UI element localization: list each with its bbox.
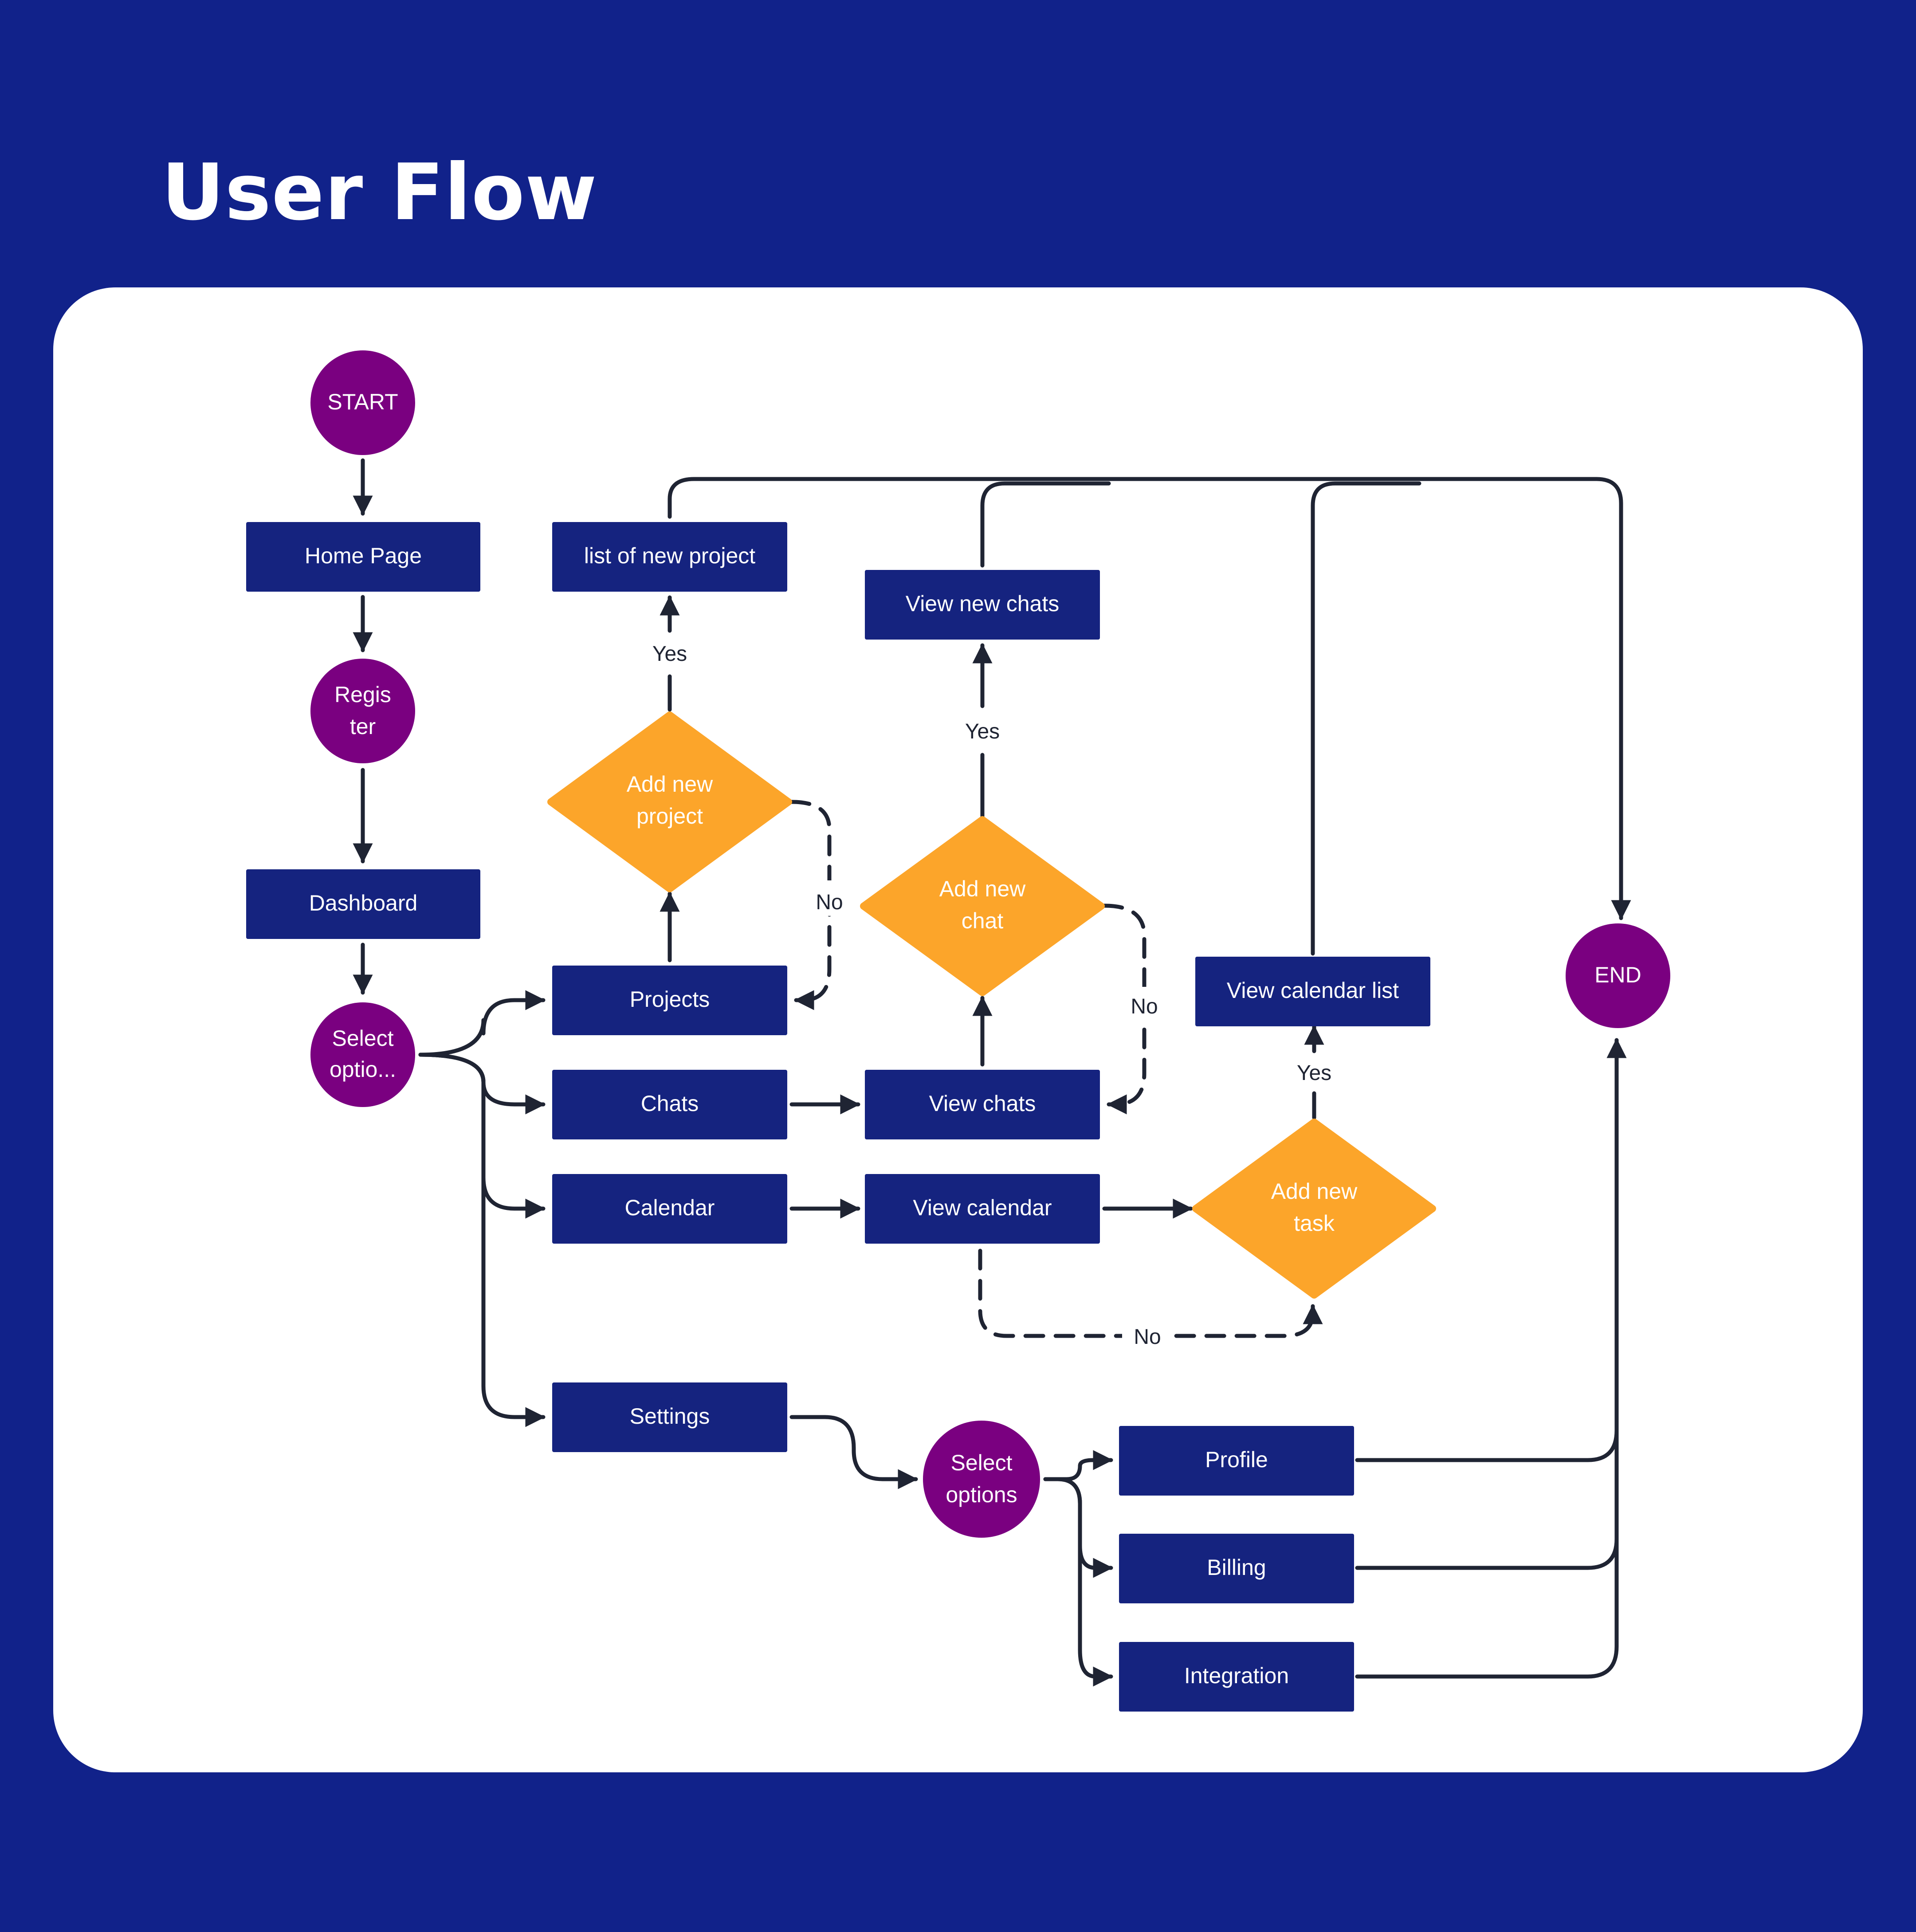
- node-end-label: END: [1594, 962, 1641, 987]
- node-add-new-task-label-1: Add new: [1271, 1179, 1358, 1204]
- edge-select-projects: [418, 990, 546, 1057]
- edge-listproject-end: [667, 477, 1631, 920]
- node-register-label-1: Regis: [334, 682, 391, 707]
- node-add-new-chat[interactable]: Add new chat: [860, 816, 1105, 996]
- node-projects-label: Projects: [630, 987, 710, 1012]
- edge-profile-end: [1355, 1428, 1619, 1462]
- node-select-options-settings-label-1: Select: [951, 1450, 1013, 1475]
- node-calendar-label: Calendar: [625, 1195, 715, 1220]
- edge-billing-end: [1355, 1537, 1619, 1570]
- node-home-page[interactable]: Home Page: [246, 522, 480, 592]
- node-view-new-chats[interactable]: View new chats: [865, 570, 1100, 640]
- edge-addchat-no: [1102, 903, 1146, 1115]
- label-yes-project: Yes: [652, 642, 687, 666]
- node-register[interactable]: Regis ter: [310, 659, 415, 763]
- node-list-new-project-label: list of new project: [584, 543, 755, 568]
- node-integration[interactable]: Integration: [1119, 1642, 1354, 1712]
- node-select-options-main-label-2: optio...: [330, 1057, 396, 1082]
- node-view-calendar-list-label: View calendar list: [1227, 978, 1399, 1003]
- node-profile[interactable]: Profile: [1119, 1426, 1354, 1496]
- node-add-new-project-label-1: Add new: [627, 772, 713, 797]
- node-chats-label: Chats: [641, 1091, 699, 1116]
- node-integration-label: Integration: [1184, 1663, 1289, 1688]
- node-select-options-main-label-1: Select: [332, 1026, 394, 1051]
- node-add-new-project[interactable]: Add new project: [547, 711, 792, 892]
- node-projects[interactable]: Projects: [552, 966, 787, 1035]
- label-yes-chat: Yes: [965, 720, 1000, 743]
- node-add-new-task-label-2: task: [1294, 1211, 1335, 1236]
- node-select-options-main[interactable]: Select optio...: [310, 1002, 415, 1107]
- node-list-new-project[interactable]: list of new project: [552, 522, 787, 592]
- label-no-task: No: [1134, 1325, 1161, 1349]
- node-billing-label: Billing: [1207, 1555, 1266, 1580]
- node-view-calendar-list[interactable]: View calendar list: [1195, 957, 1430, 1026]
- label-yes-task: Yes: [1297, 1061, 1331, 1085]
- node-register-label-2: ter: [350, 714, 376, 739]
- node-add-new-chat-label-1: Add new: [939, 876, 1026, 901]
- node-end[interactable]: END: [1566, 923, 1670, 1028]
- page-title: User Flow: [161, 148, 597, 238]
- node-add-new-chat-label-2: chat: [962, 908, 1004, 933]
- node-select-options-settings-label-2: options: [946, 1482, 1017, 1507]
- node-settings-label: Settings: [630, 1404, 710, 1429]
- edge-calendarlist-top: [1311, 481, 1421, 956]
- edge-select-profile: [1043, 1450, 1113, 1481]
- edge-integration-end: [1355, 1038, 1627, 1679]
- label-no-chat: No: [1131, 995, 1158, 1018]
- node-profile-label: Profile: [1205, 1447, 1268, 1472]
- edge-select-settings: [418, 1052, 546, 1427]
- node-chats[interactable]: Chats: [552, 1070, 787, 1139]
- node-view-calendar-label: View calendar: [913, 1195, 1052, 1220]
- node-home-page-label: Home Page: [305, 543, 422, 568]
- node-billing[interactable]: Billing: [1119, 1534, 1354, 1603]
- node-settings[interactable]: Settings: [552, 1382, 787, 1452]
- node-view-calendar[interactable]: View calendar: [865, 1174, 1100, 1244]
- node-start[interactable]: START: [310, 350, 415, 455]
- edge-select-integration: [1043, 1477, 1113, 1687]
- node-select-options-settings[interactable]: Select options: [923, 1421, 1040, 1538]
- edge-viewnewchats-top: [980, 481, 1111, 568]
- node-add-new-project-label-2: project: [636, 804, 703, 829]
- node-view-chats[interactable]: View chats: [865, 1070, 1100, 1139]
- edge-settings-selectoptions: [789, 1415, 918, 1489]
- node-start-label: START: [327, 389, 398, 414]
- node-view-chats-label: View chats: [929, 1091, 1036, 1116]
- node-dashboard-label: Dashboard: [309, 891, 418, 915]
- node-add-new-task[interactable]: Add new task: [1192, 1119, 1436, 1299]
- label-no-project: No: [816, 891, 843, 914]
- node-calendar[interactable]: Calendar: [552, 1174, 787, 1244]
- node-dashboard[interactable]: Dashboard: [246, 869, 480, 939]
- node-view-new-chats-label: View new chats: [906, 591, 1059, 616]
